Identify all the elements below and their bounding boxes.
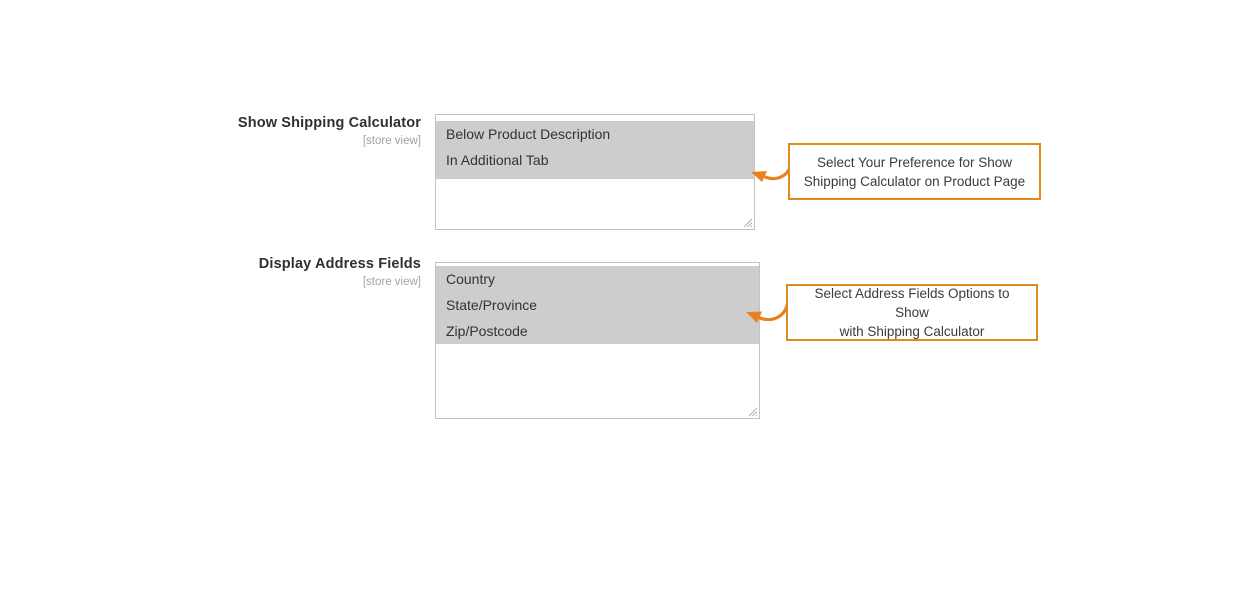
option-item[interactable]: Zip/Postcode: [436, 318, 759, 344]
field-label-show-shipping-calculator: Show Shipping Calculator [store view]: [121, 115, 421, 148]
resize-grip-icon[interactable]: [746, 405, 758, 417]
resize-grip-icon[interactable]: [741, 216, 753, 228]
multiselect-display-address-fields[interactable]: Country State/Province Zip/Postcode: [435, 262, 760, 419]
annotation-text: Select Your Preference for Show Shipping…: [796, 153, 1033, 191]
field-label-text: Show Shipping Calculator: [237, 115, 421, 131]
annotation-line-1: Select Address Fields Options to Show: [814, 286, 1010, 320]
option-item[interactable]: In Additional Tab: [436, 147, 754, 173]
annotation-line-2: Shipping Calculator on Product Page: [803, 173, 1026, 189]
annotation-callout-display-address-fields: Select Address Fields Options to Show wi…: [786, 284, 1038, 341]
field-scope-text: [store view]: [362, 135, 421, 147]
option-item[interactable]: Country: [436, 266, 759, 292]
selection-fill: [436, 173, 754, 179]
option-list: Country State/Province Zip/Postcode: [436, 263, 759, 344]
multiselect-show-shipping-calculator[interactable]: Below Product Description In Additional …: [435, 114, 755, 230]
field-label-display-address-fields: Display Address Fields [store view]: [121, 256, 421, 289]
field-scope-text: [store view]: [362, 276, 421, 288]
annotation-text: Select Address Fields Options to Show wi…: [788, 284, 1036, 341]
option-item[interactable]: Below Product Description: [436, 121, 754, 147]
option-list: Below Product Description In Additional …: [436, 115, 754, 179]
field-label-text: Display Address Fields: [258, 256, 421, 272]
annotation-line-1: Select Your Preference for Show: [816, 154, 1013, 170]
annotation-callout-show-shipping-calculator: Select Your Preference for Show Shipping…: [788, 143, 1041, 200]
annotation-line-2: with Shipping Calculator: [839, 324, 985, 339]
option-item[interactable]: State/Province: [436, 292, 759, 318]
